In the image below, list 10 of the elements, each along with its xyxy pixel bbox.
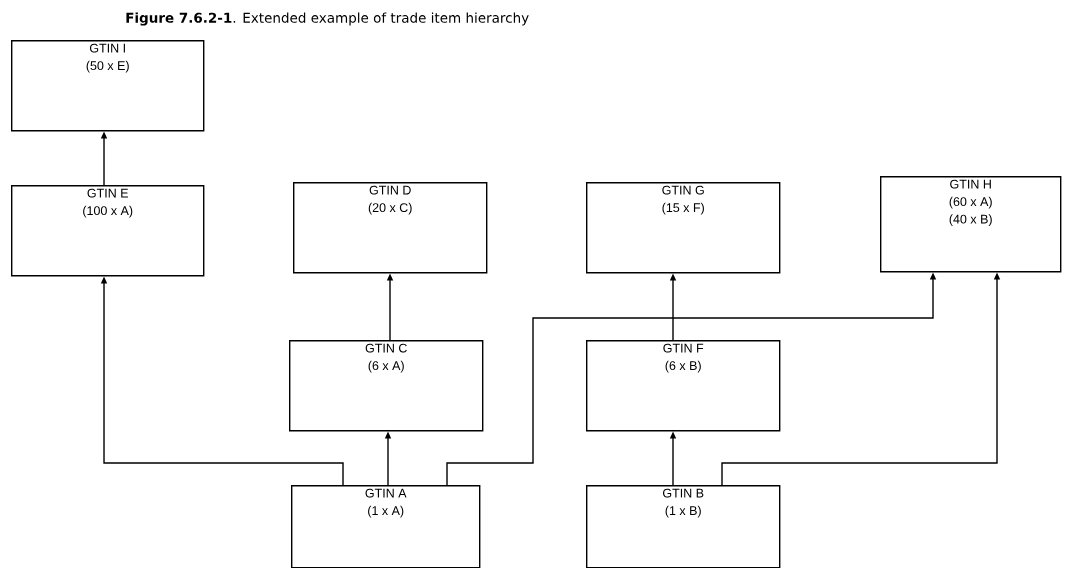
item-box: GTIN F (6 x B) <box>586 340 781 432</box>
item-box: GTIN G (15 x F) <box>586 182 781 274</box>
item-box: GTIN A (1 x A) <box>291 485 481 568</box>
item-box: GTIN E (100 x A) <box>11 185 205 277</box>
item-box: GTIN B (1 x B) <box>586 485 781 568</box>
figure-title: Figure 7.6.2-1. Extended example of trade item hierarchy <box>126 12 529 26</box>
item-box: GTIN C (6 x A) <box>289 340 484 432</box>
item-box: GTIN H (60 x A) (40 x B) <box>880 176 1062 273</box>
item-box: GTIN I (50 x E) <box>11 40 205 132</box>
item-box: GTIN D (20 x C) <box>293 182 488 274</box>
